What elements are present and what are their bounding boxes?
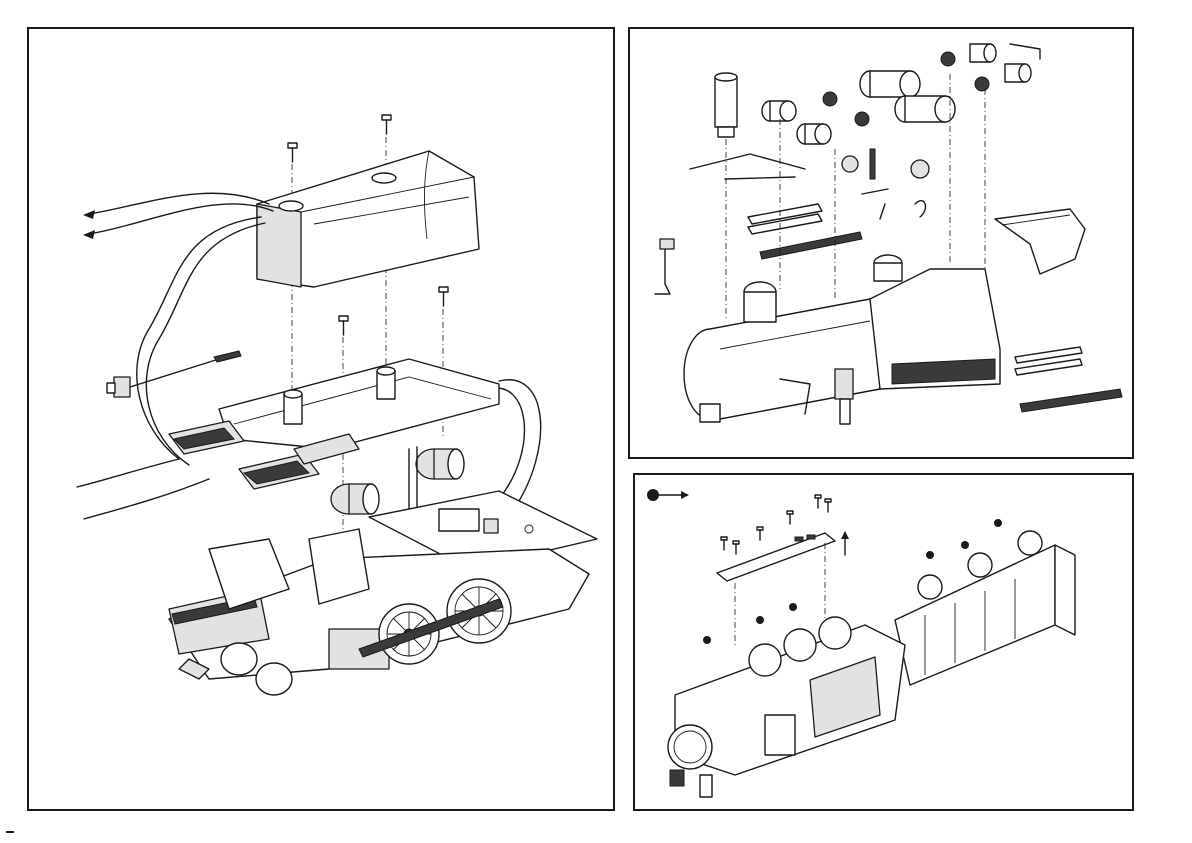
cylinder-part <box>970 44 996 62</box>
cylinder-part <box>797 124 831 144</box>
exploded-view-drawing <box>29 29 613 809</box>
screw-icon <box>382 115 391 134</box>
chimney-part <box>715 73 737 137</box>
motor-cover <box>257 151 479 287</box>
screw-icon <box>757 527 763 540</box>
page-corner-mark <box>6 831 14 833</box>
panel-body-disassembly <box>27 27 615 811</box>
cab-roof-part <box>995 209 1085 274</box>
cylinder-part <box>1005 64 1031 82</box>
screw-icon <box>288 143 297 162</box>
panel-chassis-top <box>633 473 1134 811</box>
screw-icon <box>339 316 348 335</box>
screw-icon <box>825 499 831 512</box>
dot-arrow-right-icon <box>647 489 689 501</box>
cylinder-part <box>762 101 796 121</box>
tender-body <box>895 531 1075 685</box>
screw-icon <box>721 537 727 550</box>
screw-icon <box>439 287 448 306</box>
locomotive-chassis-top <box>668 617 905 797</box>
air-pump-part <box>835 369 853 424</box>
locomotive-chassis <box>169 529 589 695</box>
cylinder-part <box>860 71 920 97</box>
screw-icon <box>787 511 793 524</box>
cylinder-part <box>895 96 955 122</box>
boiler-exploded-drawing <box>630 29 1132 457</box>
headlamp-part <box>107 351 241 397</box>
arrow-up-icon <box>841 531 849 555</box>
panel-boiler-parts <box>628 27 1134 459</box>
screw-icon <box>815 495 821 508</box>
decoder-cover-plate <box>717 533 835 581</box>
screw-icon <box>733 541 739 554</box>
chassis-top-drawing <box>635 475 1132 809</box>
motor-left <box>331 484 379 514</box>
